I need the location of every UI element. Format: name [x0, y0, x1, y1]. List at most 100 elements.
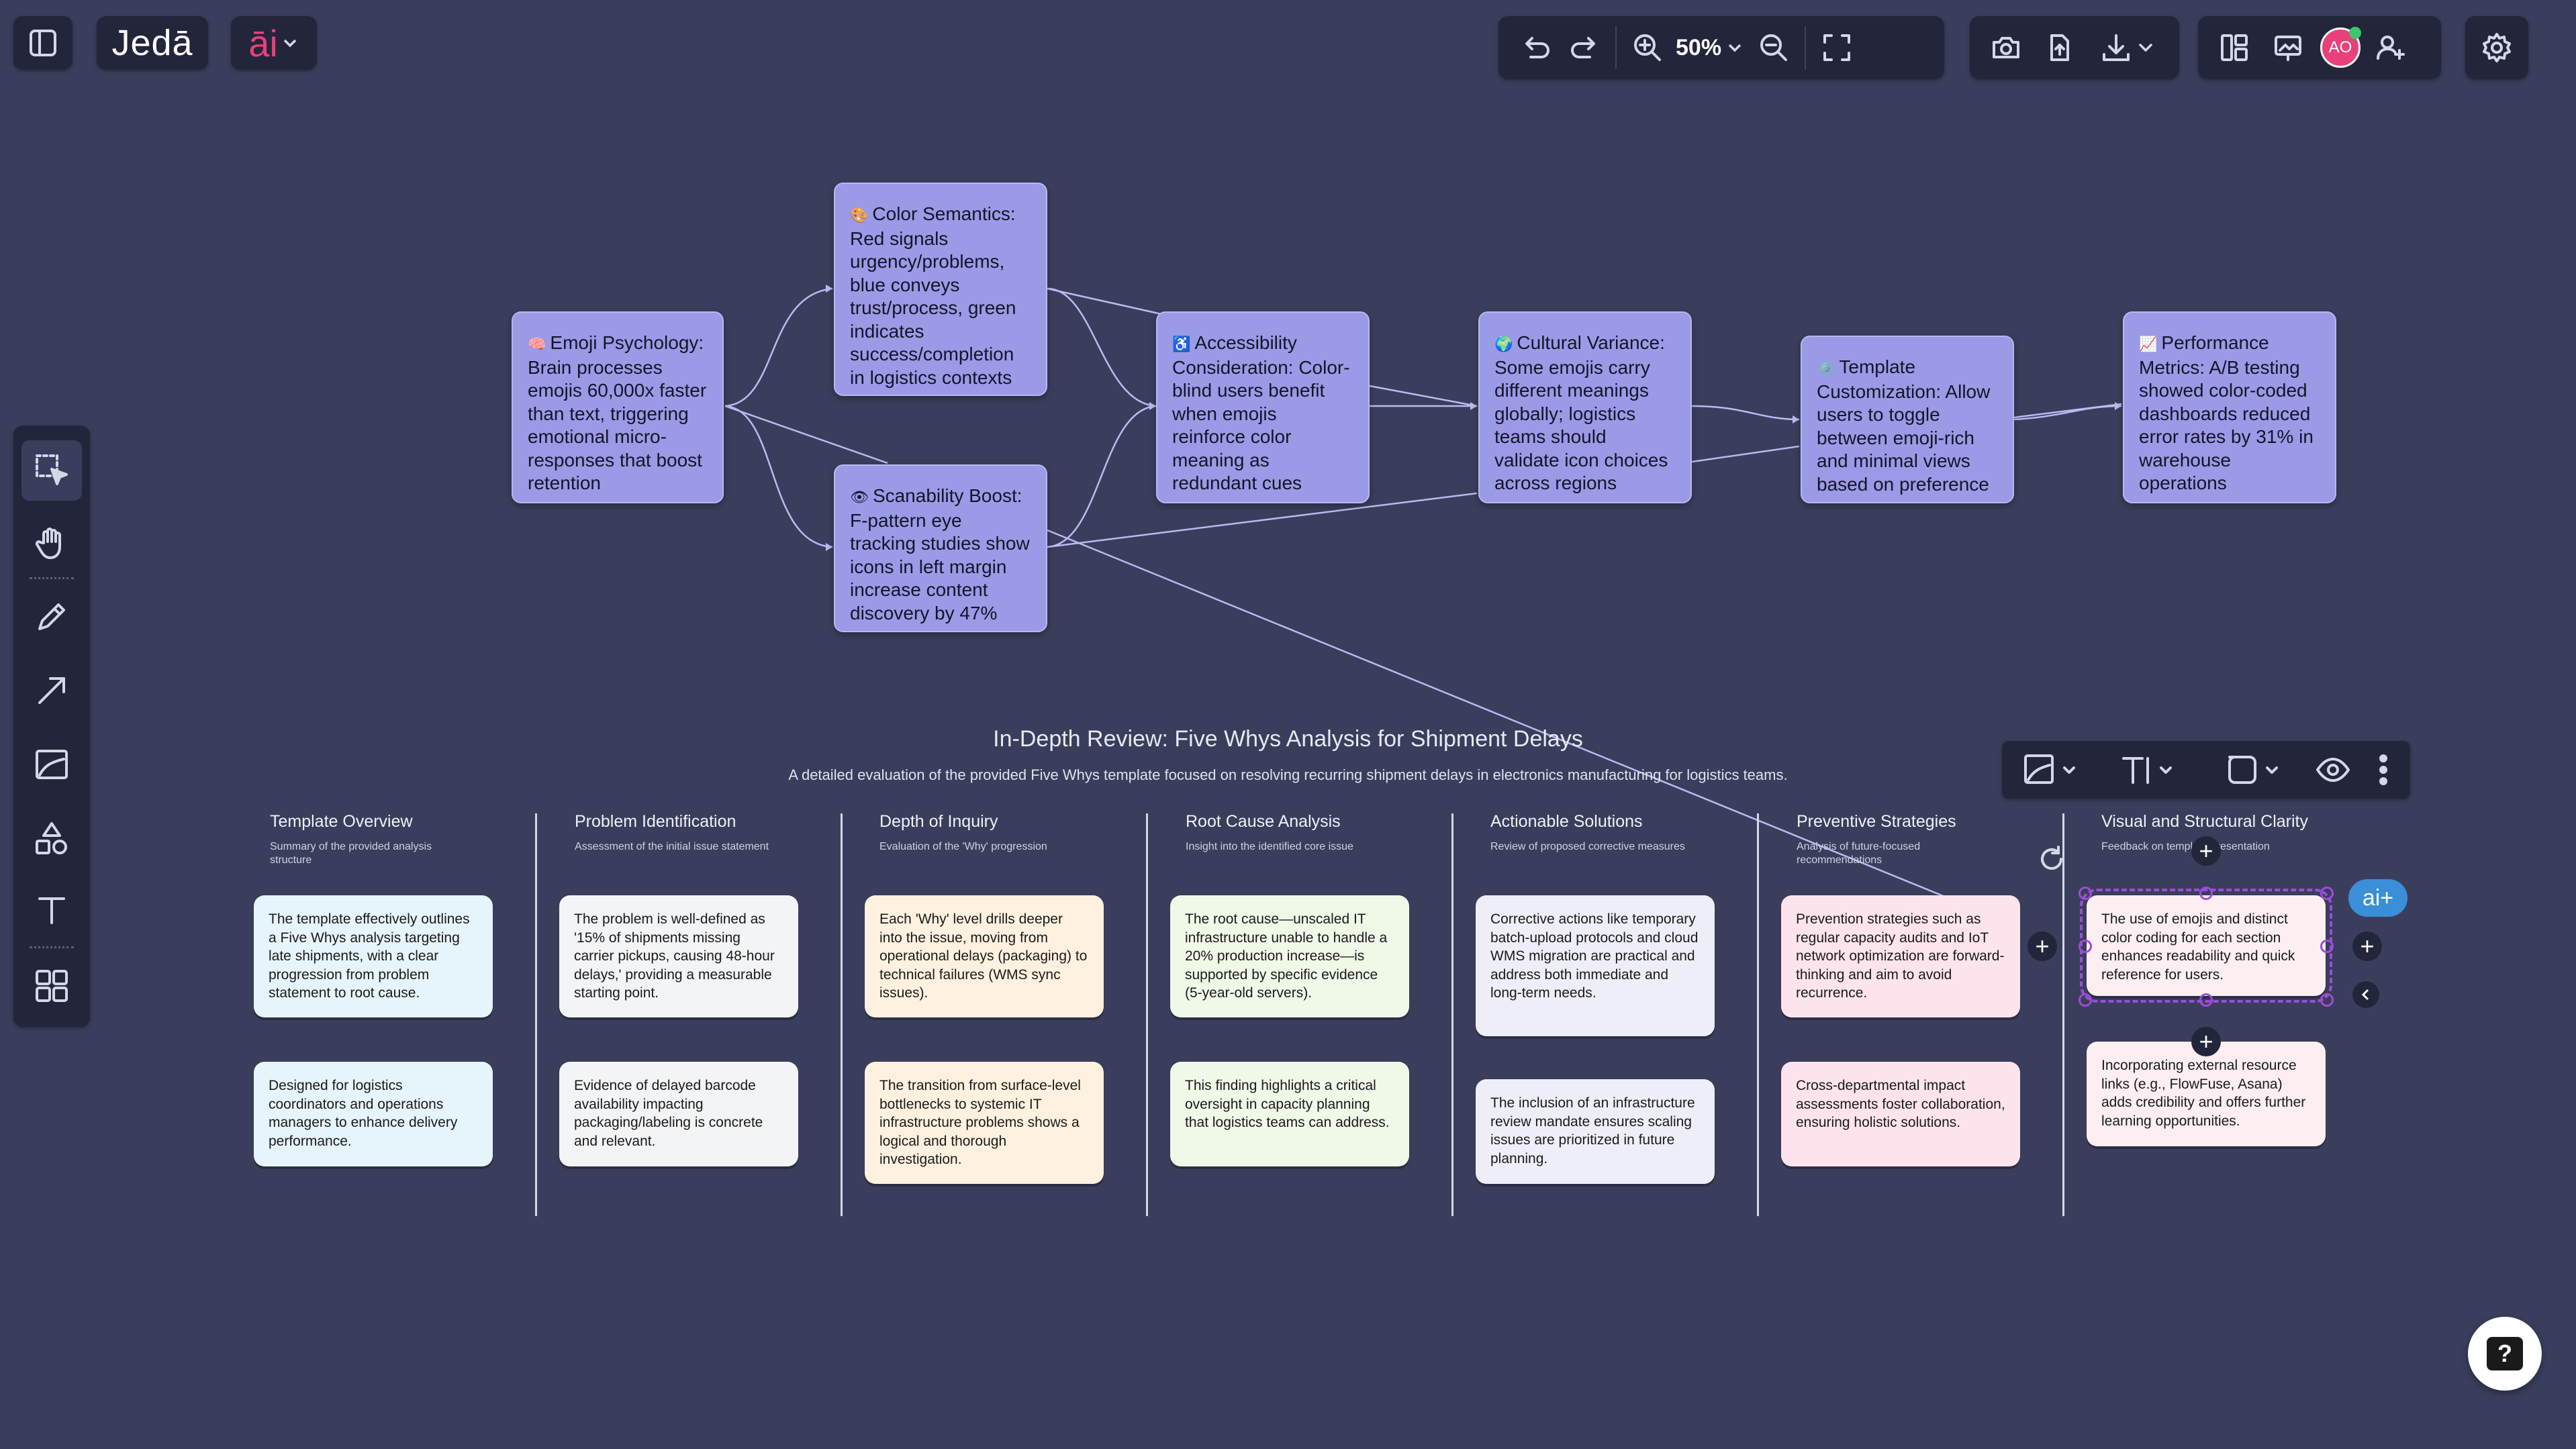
- resize-handle[interactable]: [2079, 993, 2092, 1007]
- avatar[interactable]: AO: [2320, 27, 2361, 68]
- text-tool[interactable]: [21, 879, 82, 940]
- add-right-button[interactable]: +: [2352, 932, 2382, 961]
- hand-tool[interactable]: [21, 513, 82, 573]
- collapse-button[interactable]: [2352, 981, 2379, 1008]
- templates-tool[interactable]: [21, 956, 82, 1016]
- pen-tool[interactable]: [21, 587, 82, 647]
- mindmap-node-accessibility[interactable]: ♿Accessibility Consideration: Color-blin…: [1156, 311, 1370, 503]
- add-above-button[interactable]: +: [2191, 836, 2221, 866]
- rotate-icon[interactable]: [2034, 842, 2069, 877]
- sticky-note-selected[interactable]: The use of emojis and distinct color cod…: [2080, 889, 2332, 1003]
- column-divider: [841, 813, 843, 1216]
- chevron-down-icon: [2063, 766, 2075, 774]
- ai-vision-button[interactable]: [2309, 748, 2356, 792]
- sticky-note[interactable]: Cross-departmental impact assessments fo…: [1781, 1062, 2020, 1166]
- shape-style-button[interactable]: [2215, 748, 2289, 792]
- sticky-note[interactable]: Corrective actions like temporary batch-…: [1476, 895, 1715, 1036]
- ai-menu-label: āi: [248, 21, 278, 64]
- sidebar-toggle-button[interactable]: [13, 16, 73, 70]
- ai-plus-button[interactable]: ai+: [2348, 879, 2407, 917]
- column-subtitle: Insight into the identified core issue: [1186, 841, 1353, 852]
- text-style-button[interactable]: [2109, 748, 2183, 792]
- image-tool[interactable]: [21, 734, 82, 795]
- globe-icon: 🌍: [1494, 336, 1513, 352]
- note-text: Prevention strategies such as regular ca…: [1796, 911, 2005, 1001]
- column-divider: [1146, 813, 1148, 1216]
- column-title: Preventive Strategies: [1797, 812, 1956, 831]
- sticky-note[interactable]: The problem is well-defined as '15% of s…: [559, 895, 798, 1017]
- mindmap-node-cultural-variance[interactable]: 🌍Cultural Variance: Some emojis carry di…: [1478, 311, 1692, 503]
- more-options-button[interactable]: [2369, 748, 2398, 792]
- chart-icon: 📈: [2139, 336, 2158, 352]
- undo-button[interactable]: [1512, 23, 1560, 72]
- column-subtitle: Review of proposed corrective measures: [1490, 841, 1685, 852]
- node-text: Cultural Variance: Some emojis carry dif…: [1494, 332, 1668, 493]
- resize-handle[interactable]: [2199, 887, 2213, 900]
- eye-icon: 👁: [850, 489, 869, 505]
- palette-icon: 🎨: [850, 207, 869, 223]
- mindmap-node-scanability-boost[interactable]: 👁Scanability Boost: F-pattern eye tracki…: [834, 464, 1047, 632]
- zoom-level-select[interactable]: 50%: [1672, 23, 1750, 72]
- redo-icon: [1571, 37, 1595, 58]
- zoom-in-button[interactable]: [1623, 23, 1672, 72]
- node-text: Performance Metrics: A/B testing showed …: [2139, 332, 2313, 493]
- select-tool[interactable]: [21, 440, 82, 501]
- fill-style-button[interactable]: [2013, 748, 2087, 792]
- shapes-tool[interactable]: [21, 808, 82, 868]
- node-text: Color Semantics: Red signals urgency/pro…: [850, 203, 1016, 388]
- zoom-out-icon: [1760, 34, 1788, 61]
- present-button[interactable]: [2261, 23, 2315, 72]
- upload-button[interactable]: [2033, 23, 2087, 72]
- undo-icon: [1525, 37, 1549, 58]
- arrow-tool[interactable]: [21, 660, 82, 721]
- sticky-note[interactable]: Each 'Why' level drills deeper into the …: [865, 895, 1104, 1017]
- add-left-button[interactable]: +: [2028, 932, 2057, 961]
- plus-icon: +: [2199, 1028, 2213, 1055]
- sticky-note[interactable]: Designed for logistics coordinators and …: [254, 1062, 493, 1166]
- ai-menu-button[interactable]: āi: [231, 16, 317, 70]
- fit-screen-button[interactable]: [1813, 23, 1861, 72]
- sticky-note[interactable]: The template effectively outlines a Five…: [254, 895, 493, 1017]
- download-button[interactable]: [2087, 23, 2167, 72]
- column-divider: [1757, 813, 1759, 1216]
- column-divider: [1451, 813, 1453, 1216]
- gear-icon: [2483, 33, 2511, 62]
- help-icon: ?: [2487, 1337, 2523, 1370]
- help-button[interactable]: ?: [2468, 1317, 2542, 1391]
- add-below-button[interactable]: +: [2191, 1027, 2221, 1056]
- node-text: Template Customization: Allow users to t…: [1817, 356, 1991, 495]
- settings-button[interactable]: [2465, 16, 2528, 79]
- sticky-note[interactable]: The transition from surface-level bottle…: [865, 1062, 1104, 1184]
- mindmap-node-performance-metrics[interactable]: 📈Performance Metrics: A/B testing showed…: [2123, 311, 2336, 503]
- layout-button[interactable]: [2207, 23, 2261, 72]
- ai-plus-label: ai+: [2362, 885, 2394, 911]
- sticky-note[interactable]: Prevention strategies such as regular ca…: [1781, 895, 2020, 1017]
- sticky-note[interactable]: This finding highlights a critical overs…: [1170, 1062, 1409, 1166]
- zoom-out-button[interactable]: [1750, 23, 1798, 72]
- resize-handle[interactable]: [2320, 940, 2334, 953]
- resize-handle[interactable]: [2320, 993, 2334, 1007]
- resize-handle[interactable]: [2079, 940, 2092, 953]
- logo[interactable]: Jedā: [97, 16, 208, 70]
- screenshot-button[interactable]: [1979, 23, 2033, 72]
- add-user-button[interactable]: [2366, 23, 2414, 72]
- mindmap-node-emoji-psychology[interactable]: 🧠Emoji Psychology: Brain processes emoji…: [512, 311, 724, 503]
- resize-handle[interactable]: [2320, 887, 2334, 900]
- sticky-note[interactable]: The inclusion of an infrastructure revie…: [1476, 1079, 1715, 1184]
- sidebar-toggle-icon: [30, 30, 56, 56]
- resize-handle[interactable]: [2079, 887, 2092, 900]
- sticky-note[interactable]: Incorporating external resource links (e…: [2087, 1042, 2326, 1146]
- sticky-note[interactable]: The root cause—unscaled IT infrastructur…: [1170, 895, 1409, 1017]
- mindmap-node-color-semantics[interactable]: 🎨Color Semantics: Red signals urgency/pr…: [834, 183, 1047, 396]
- note-text: The inclusion of an infrastructure revie…: [1490, 1095, 1695, 1166]
- help-label: ?: [2497, 1340, 2512, 1367]
- mindmap-node-template-customization[interactable]: ⚙️Template Customization: Allow users to…: [1801, 336, 2014, 503]
- note-text: The problem is well-defined as '15% of s…: [574, 911, 775, 1001]
- note-text: Each 'Why' level drills deeper into the …: [879, 911, 1088, 1001]
- redo-button[interactable]: [1560, 23, 1609, 72]
- sticky-note[interactable]: Evidence of delayed barcode availability…: [559, 1062, 798, 1166]
- plus-icon: +: [2199, 837, 2213, 864]
- resize-handle[interactable]: [2199, 993, 2213, 1007]
- column-title: Root Cause Analysis: [1186, 812, 1341, 831]
